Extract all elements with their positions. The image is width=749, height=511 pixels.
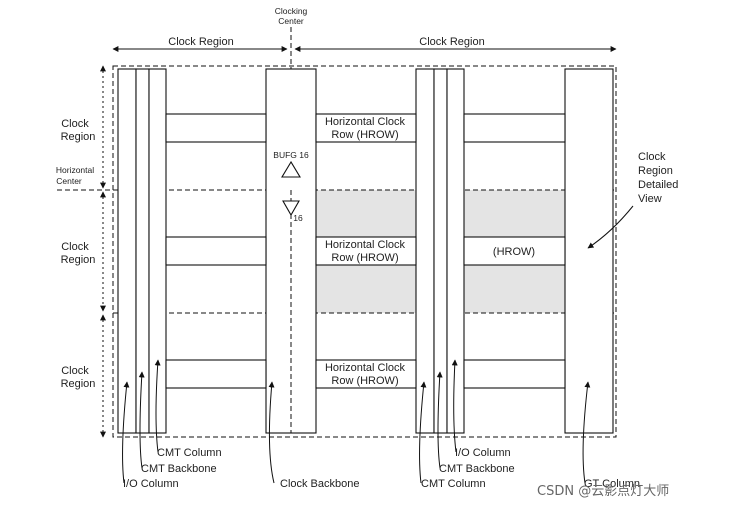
hrow-right-bot [463, 359, 566, 389]
left-region-mid-label-1: Clock [61, 241, 89, 253]
io-column-right [446, 68, 465, 434]
left-region-bot-label-2: Region [61, 378, 96, 390]
hrow-center-bot [315, 359, 417, 389]
left-region-mid-label-2: Region [61, 254, 96, 266]
cmt-column-left [148, 68, 167, 434]
detail-label-2: Region [638, 165, 673, 177]
cmt-column-right [415, 68, 435, 434]
leader-cmt-backbone-left [138, 371, 145, 469]
io-column-right-label: I/O Column [455, 447, 511, 459]
horizontal-center-label-1: Horizontal [56, 165, 94, 175]
cmt-backbone-right-label: CMT Backbone [439, 463, 515, 475]
cmt-column-left-label: CMT Column [157, 447, 222, 459]
hrow-bot-label-1: Horizontal Clock [325, 362, 406, 374]
hrow-left-bot [165, 359, 267, 389]
leader-io-column-right [451, 359, 458, 453]
clock-backbone-label: Clock Backbone [280, 478, 360, 490]
left-region-top-label-1: Clock [61, 118, 89, 130]
hrow-right-top [463, 113, 566, 143]
clocking-center-label-1: Clocking [275, 6, 308, 16]
bufg-count-label: 16 [293, 213, 303, 223]
cmt-backbone-right [433, 68, 448, 434]
detail-label-1: Clock [638, 151, 666, 163]
bufg-up-buffer-icon [281, 160, 301, 178]
left-region-top-label-2: Region [61, 131, 96, 143]
clocking-center-label-2: Center [278, 16, 304, 26]
detail-label-3: Detailed [638, 179, 678, 191]
leader-cmt-column-right [419, 381, 427, 484]
detail-label-4: View [638, 193, 662, 205]
gt-column-label: GT Column [584, 478, 640, 490]
bufg-label: BUFG 16 [273, 150, 309, 160]
cmt-column-right-label: CMT Column [421, 478, 486, 490]
leader-gt-column [582, 381, 591, 484]
leader-io-column-left [122, 381, 130, 484]
bufg-down-buffer-icon [282, 200, 300, 217]
cmt-backbone-left-label: CMT Backbone [141, 463, 217, 475]
hrow-mid-label-2: Row (HROW) [331, 252, 398, 264]
leader-cmt-backbone-right [436, 371, 443, 469]
top-region-label-right: Clock Region [419, 36, 484, 48]
leader-clock-backbone [268, 381, 275, 484]
hrow-right-mid-label: (HROW) [493, 246, 535, 258]
hrow-center-mid [315, 236, 417, 266]
hrow-center-top [315, 113, 417, 143]
left-region-bot-label-1: Clock [61, 365, 89, 377]
top-region-label-left: Clock Region [168, 36, 233, 48]
hrow-left-top [165, 113, 267, 143]
device-outline [112, 65, 617, 438]
hrow-right-mid [463, 236, 566, 266]
io-column-left [117, 68, 137, 434]
hrow-top-label-2: Row (HROW) [331, 129, 398, 141]
leader-cmt-column-left [154, 359, 161, 453]
watermark: CSDN @云影点灯大师 [537, 484, 669, 499]
horizontal-center-label-2: Center [56, 176, 82, 186]
hrow-mid-label-1: Horizontal Clock [325, 239, 406, 251]
detail-arrow [587, 205, 634, 249]
gt-column [564, 68, 614, 434]
io-column-left-label: I/O Column [123, 478, 179, 490]
hrow-bot-label-2: Row (HROW) [331, 375, 398, 387]
cmt-backbone-left [135, 68, 150, 434]
hrow-top-label-1: Horizontal Clock [325, 116, 406, 128]
hrow-left-mid [165, 236, 267, 266]
